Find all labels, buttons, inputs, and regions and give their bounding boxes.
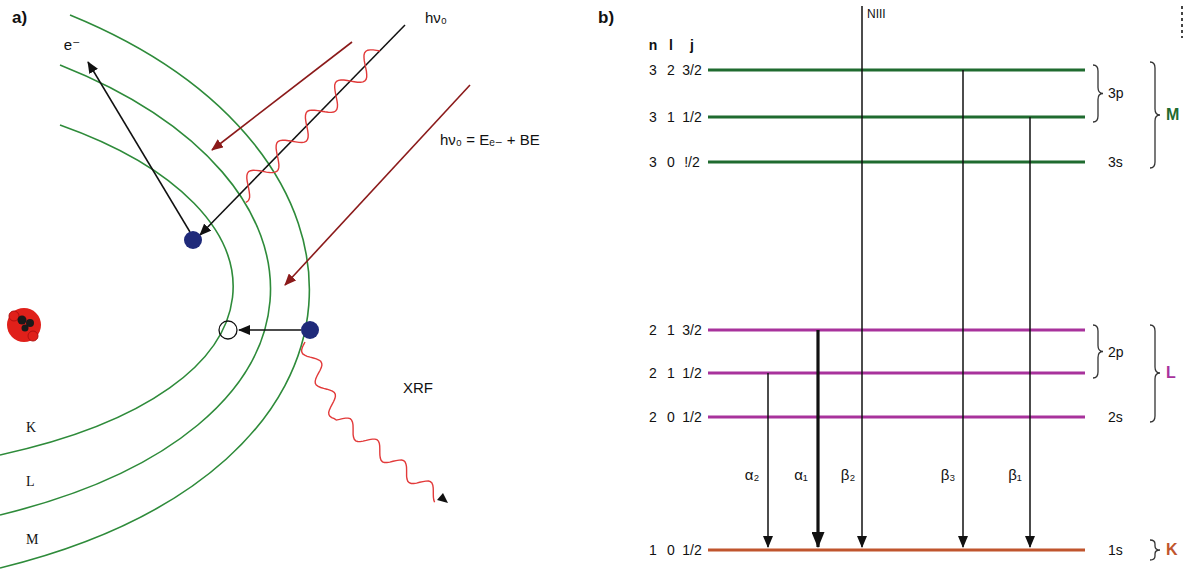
quantum-number: 2 bbox=[649, 365, 657, 381]
quantum-number: 0 bbox=[667, 154, 675, 170]
quantum-number: 2 bbox=[649, 409, 657, 425]
column-header: n bbox=[649, 37, 658, 53]
quantum-number: 1 bbox=[667, 322, 675, 338]
electron bbox=[184, 231, 202, 249]
ejection-arrow bbox=[88, 62, 190, 232]
quantum-number: 3/2 bbox=[682, 322, 701, 338]
energy-equation: hν₀ = Eₑ₋ + BE bbox=[440, 131, 540, 148]
shell-k bbox=[0, 125, 233, 455]
brace bbox=[1093, 62, 1160, 560]
level-label: NIII bbox=[867, 8, 886, 22]
quantum-number: 1/2 bbox=[682, 542, 701, 558]
transition-arrow bbox=[239, 329, 301, 331]
xrf-wave bbox=[302, 342, 435, 502]
subshell-label: 2s bbox=[1108, 409, 1123, 425]
transition-label: β₃ bbox=[941, 466, 956, 483]
shell-label: K bbox=[26, 420, 36, 436]
xrf-head bbox=[437, 493, 448, 503]
electron bbox=[301, 321, 319, 339]
quantum-number: 1 bbox=[667, 365, 675, 381]
subshell-label: 1s bbox=[1108, 542, 1123, 558]
transition-lines bbox=[768, 6, 1030, 547]
quantum-number: 1 bbox=[649, 542, 657, 558]
subshell-label: 3p bbox=[1108, 85, 1124, 101]
beam-arrow bbox=[285, 85, 470, 285]
quantum-number: 1 bbox=[667, 109, 675, 125]
quantum-number: 1/2 bbox=[682, 365, 701, 381]
subshell-label: 2p bbox=[1108, 344, 1124, 360]
panel-label: a) bbox=[12, 8, 27, 28]
shell-l bbox=[0, 65, 271, 515]
radiation-label: XRF bbox=[403, 379, 433, 396]
quantum-number: 0 bbox=[667, 542, 675, 558]
transition-label: α₁ bbox=[794, 466, 808, 483]
shell-label: K bbox=[1166, 541, 1178, 559]
quantum-number: 2 bbox=[667, 62, 675, 78]
transition-label: β₁ bbox=[1008, 466, 1022, 483]
shell-label: M bbox=[26, 532, 38, 548]
quantum-number: 3 bbox=[649, 109, 657, 125]
panel-label: b) bbox=[598, 8, 614, 28]
continuation-mark bbox=[1181, 6, 1183, 38]
quantum-number: !/2 bbox=[684, 154, 700, 170]
shell-m bbox=[0, 15, 309, 568]
transition-label: β₂ bbox=[841, 466, 855, 483]
subshell-label: 3s bbox=[1108, 154, 1123, 170]
nucleus bbox=[7, 308, 41, 342]
photon-label: hν₀ bbox=[425, 9, 447, 26]
particle-label: e⁻ bbox=[64, 36, 80, 53]
photon-arrow bbox=[200, 25, 405, 235]
shell-label: L bbox=[26, 474, 35, 490]
shell-label: L bbox=[1166, 364, 1176, 382]
beam-arrow bbox=[212, 42, 352, 150]
vacancy bbox=[219, 321, 237, 339]
shell-label: M bbox=[1166, 106, 1179, 124]
quantum-number: 3/2 bbox=[682, 62, 701, 78]
column-header: j bbox=[690, 37, 694, 53]
energy-levels bbox=[708, 70, 1085, 550]
quantum-number: 3 bbox=[649, 154, 657, 170]
quantum-number: 3 bbox=[649, 62, 657, 78]
quantum-number: 0 bbox=[667, 409, 675, 425]
transition-label: α₂ bbox=[745, 466, 760, 483]
quantum-number: 1/2 bbox=[682, 109, 701, 125]
quantum-number: 1/2 bbox=[682, 409, 701, 425]
column-header: l bbox=[669, 37, 673, 53]
quantum-number: 2 bbox=[649, 322, 657, 338]
